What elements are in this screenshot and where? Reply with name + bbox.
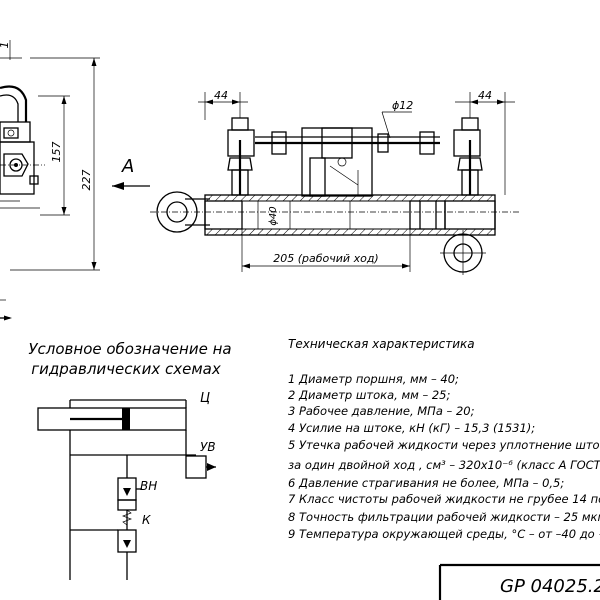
label-uv: УВ [200, 440, 216, 454]
spec-title: Техническая характеристика [288, 337, 475, 351]
cylinder-main-view: 44 44 ϕ12 ϕ40 205 (рабочий ход) [150, 89, 520, 275]
dim-44-right: 44 [478, 89, 492, 102]
dim-227: 227 [80, 170, 93, 191]
title-block: GP 04025.20 [438, 563, 600, 600]
spec-line-8: 7 Класс чистоты рабочей жидкости не груб… [288, 492, 600, 506]
dim-rod-diameter: ϕ40 [268, 206, 279, 225]
label-vn: ВН [140, 479, 157, 493]
spec-line-3: 3 Рабочее давление, МПа – 20; [288, 404, 475, 418]
dim-fragment: 1 [0, 42, 11, 49]
symbol-title-line2: гидравлических схемах [31, 360, 221, 378]
spec-line-1: 1 Диаметр поршня, мм – 40; [288, 372, 459, 386]
spec-line-5: 5 Утечка рабочей жидкости через уплотнен… [288, 438, 600, 452]
view-label-a: A [121, 156, 134, 177]
dim-stroke: 205 (рабочий ход) [273, 252, 378, 265]
label-k: К [142, 513, 151, 527]
dim-44-left: 44 [214, 89, 228, 102]
label-c: Ц [200, 391, 210, 406]
side-view: 157 227 1 [0, 40, 100, 321]
designation: GP 04025.20 [500, 576, 600, 597]
spec-line-2: 2 Диаметр штока, мм – 25; [288, 388, 450, 402]
spec-line-4: 4 Усилие на штоке, кН (кГ) – 15,3 (1531)… [288, 421, 535, 435]
hydraulic-symbol: Условное обозначение на гидравлических с… [28, 340, 232, 580]
symbol-title-line1: Условное обозначение на [28, 340, 231, 358]
spec-line-6: за один двойной ход , см³ – 320х10⁻⁶ (кл… [288, 458, 600, 472]
view-arrow: A [112, 156, 150, 190]
spec-block: Техническая характеристика 1 Диаметр пор… [288, 337, 600, 541]
dim-port-diameter: ϕ12 [392, 99, 413, 112]
spec-line-10: 9 Температура окружающей среды, °С – от … [288, 527, 600, 541]
spec-line-7: 6 Давление страгивания не более, МПа – 0… [288, 476, 564, 490]
spec-line-9: 8 Точность фильтрации рабочей жидкости –… [288, 510, 600, 524]
dim-157: 157 [50, 142, 63, 163]
